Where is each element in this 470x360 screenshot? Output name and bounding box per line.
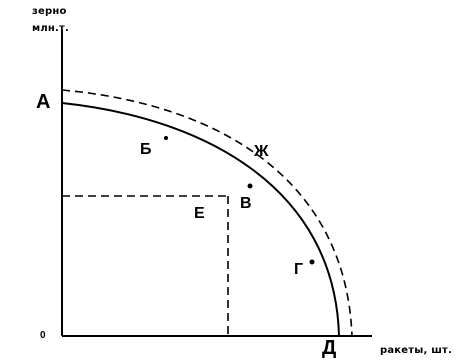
y-axis-label-line1: зерно: [32, 6, 67, 17]
point-a-label: А: [36, 91, 51, 113]
origin-label: 0: [40, 330, 46, 341]
point-e-label: Е: [194, 205, 205, 222]
point-g-dot: [309, 259, 315, 265]
point-g-label: Г: [294, 261, 304, 278]
point-d-label: Д: [322, 337, 337, 359]
point-b-label: Б: [140, 141, 152, 158]
frontier-curve: [61, 102, 340, 337]
shifted-frontier-curve: [61, 89, 353, 337]
y-axis-label-line2: млн.т.: [32, 23, 70, 34]
point-v-dot: [247, 183, 253, 189]
x-axis-label: ракеты, шт.: [380, 345, 453, 356]
point-zh-label: Ж: [254, 143, 269, 160]
point-b-dot: [164, 136, 168, 140]
point-v-label: В: [240, 195, 252, 212]
